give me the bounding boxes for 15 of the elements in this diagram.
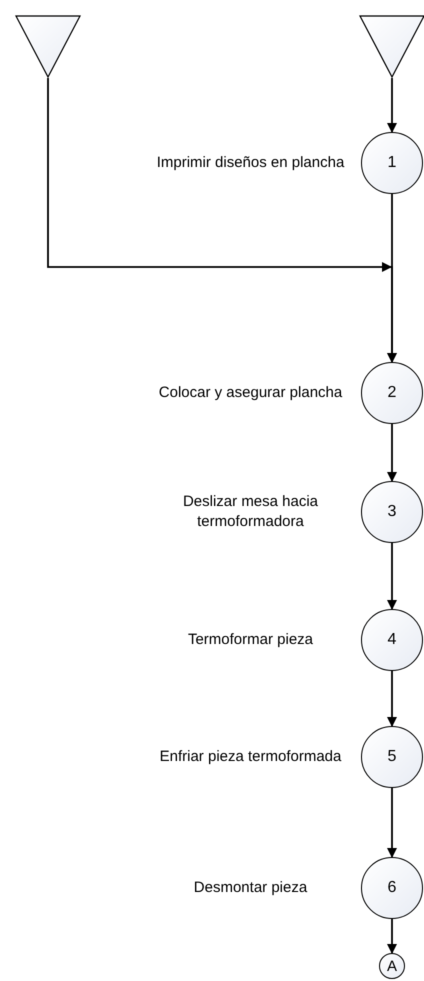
- arrow: [387, 78, 397, 133]
- step-label: Imprimir diseños en plancha: [156, 153, 346, 173]
- step-label: Desmontar pieza: [192, 878, 308, 898]
- arrow: [387, 543, 397, 610]
- storage-triangle: [15, 15, 81, 78]
- step-label: Deslizar mesa hacia termoformadora: [182, 492, 320, 532]
- storage-triangle: [359, 15, 424, 78]
- arrow: [387, 671, 397, 727]
- step-label: Enfriar pieza termoformada: [158, 747, 342, 767]
- arrow: [47, 78, 397, 363]
- arrow: [387, 424, 397, 482]
- arrow: [387, 919, 397, 954]
- step-label: Colocar y asegurar plancha: [158, 383, 344, 403]
- step-label: Termoformar pieza: [186, 630, 314, 650]
- arrow: [387, 788, 397, 858]
